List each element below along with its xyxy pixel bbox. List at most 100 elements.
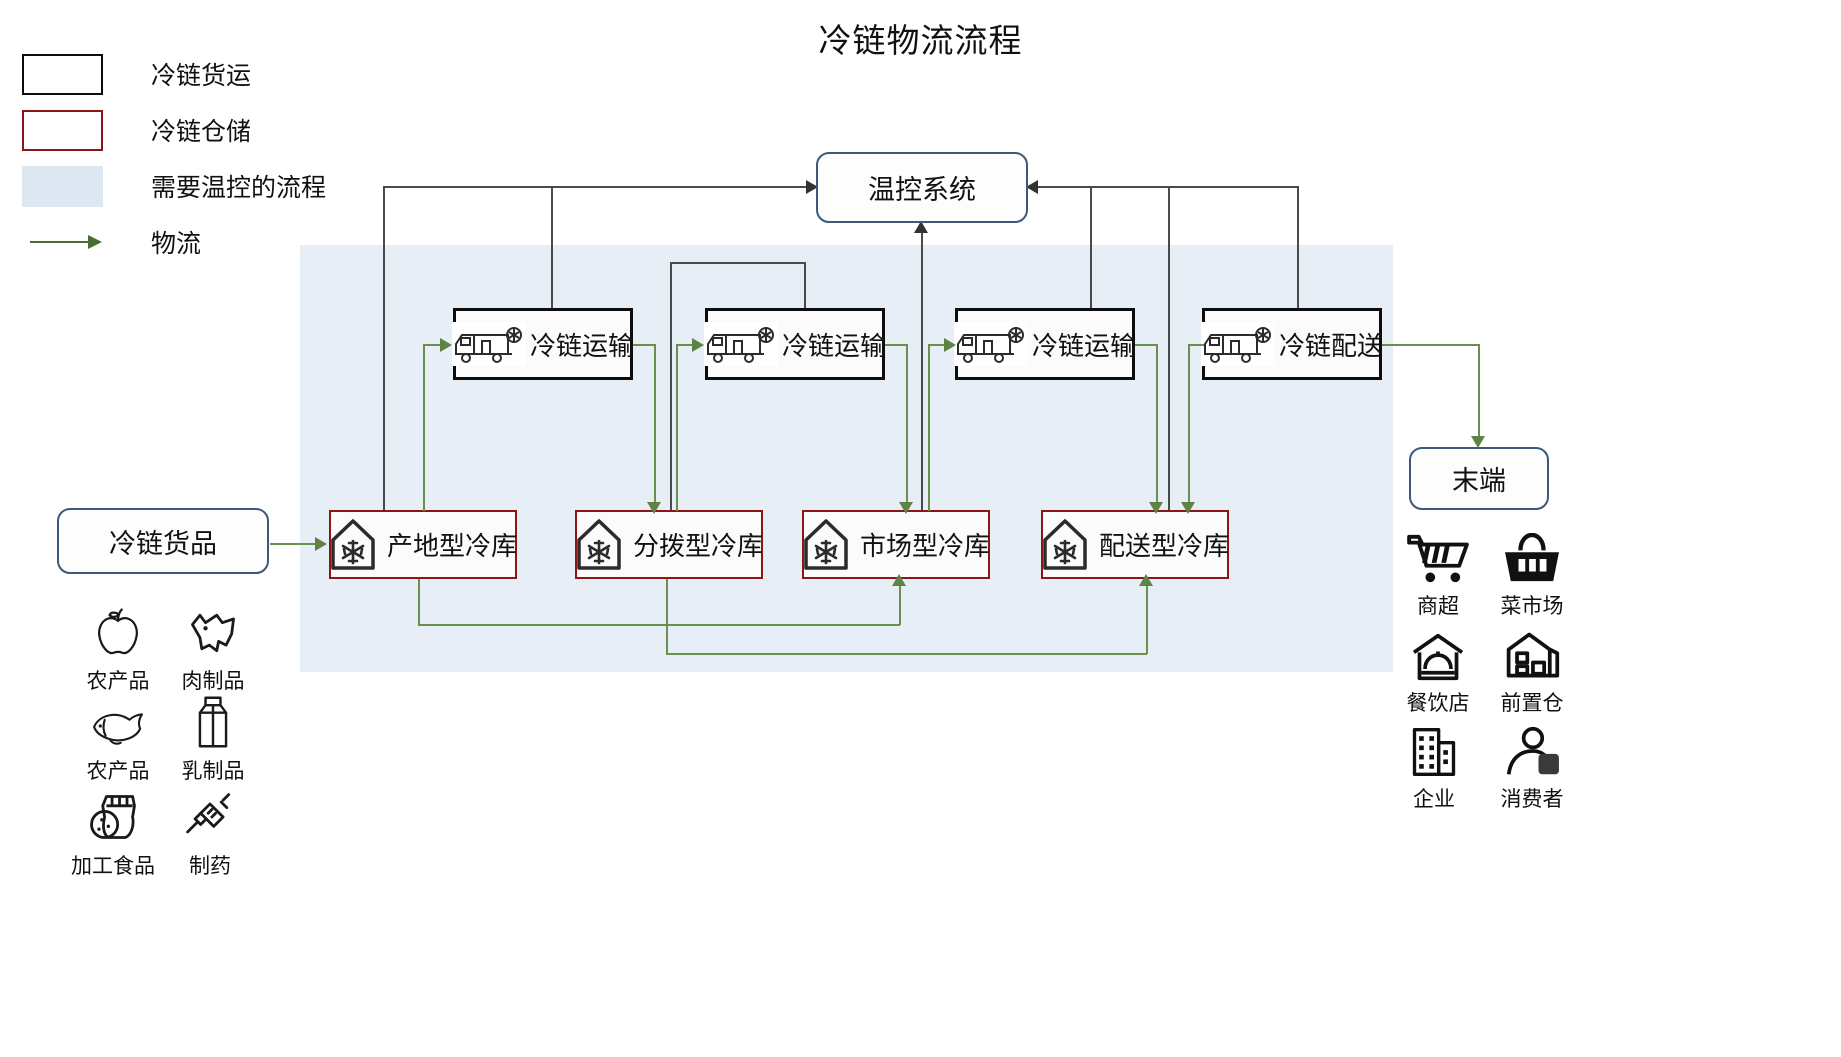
legend-label-storage: 冷链仓储 — [151, 118, 252, 146]
node-market-cold-warehouse[interactable]: 市场型冷库 — [802, 510, 990, 579]
milk-carton-icon — [163, 688, 263, 750]
legend: 冷链货运 冷链仓储 需要温控的流程 物流 — [22, 46, 442, 270]
flow-lower-to-w3-v — [899, 581, 901, 625]
goods-icon-label: 制药 — [189, 855, 231, 878]
flow-w1-to-t1-v — [423, 345, 425, 511]
node-terminal[interactable]: 末端 — [1409, 447, 1549, 510]
flow-t4-to-terminal-v — [1478, 344, 1480, 440]
page-title: 冷链物流流程 — [818, 22, 1023, 59]
arrowhead-t3-to-w4 — [1149, 502, 1163, 514]
restaurant-icon — [1388, 620, 1488, 682]
node-label: 分拨型冷库 — [633, 531, 764, 561]
node-delivery-cold-warehouse[interactable]: 配送型冷库 — [1041, 510, 1229, 579]
flow-w2-lower-v — [666, 579, 668, 654]
legend-label-temp: 需要温控的流程 — [151, 174, 327, 202]
legend-label-freight: 冷链货运 — [151, 62, 252, 90]
node-label: 配送型冷库 — [1099, 531, 1230, 561]
legend-item-freight: 冷链货运 — [22, 46, 442, 102]
flow-t1-to-w2-v — [654, 344, 656, 508]
node-label: 温控系统 — [868, 175, 976, 205]
goods-icon-item-3: 乳制品 — [163, 688, 263, 785]
node-label: 冷链运输 — [1032, 330, 1137, 361]
flow-w2-to-t2-v — [676, 345, 678, 511]
goods-icon-item-2: 农产品 — [68, 688, 168, 785]
node-cold-chain-transport-3[interactable]: 冷链运输 — [954, 308, 1137, 380]
connector-riser-t3 — [1090, 186, 1092, 314]
cold-warehouse-icon — [575, 518, 623, 572]
terminal-icon-label: 餐饮店 — [1406, 692, 1470, 715]
flow-w1-to-t1-h — [423, 344, 445, 346]
connector-temp-w2-h — [670, 262, 805, 264]
flow-goods-to-w1 — [270, 543, 317, 545]
legend-swatch-temp — [22, 165, 103, 207]
node-cold-chain-transport-2[interactable]: 冷链运输 — [704, 308, 887, 380]
goods-icon-item-5: 制药 — [160, 783, 260, 880]
node-distribution-cold-warehouse[interactable]: 分拨型冷库 — [575, 510, 763, 579]
arrowhead-goods-to-w1 — [315, 537, 327, 551]
snack-bag-icon — [63, 783, 163, 845]
arrowhead-temp-left — [806, 180, 818, 194]
connector-riser-t4 — [1297, 186, 1299, 314]
connector-riser-w2 — [670, 262, 672, 514]
legend-swatch-flow-arrow — [22, 222, 103, 263]
node-label: 冷链货品 — [109, 528, 217, 559]
arrowhead-w3-to-t3 — [944, 338, 956, 352]
arrowhead-w4-in — [1181, 502, 1195, 514]
flow-w1-lower-h — [418, 624, 900, 626]
fish-icon — [68, 688, 168, 750]
arrowhead-t1-to-w2 — [647, 502, 661, 514]
flow-w4-to-t4-v — [1188, 345, 1190, 511]
flow-w1-lower-v — [418, 579, 420, 625]
terminal-icon-item-2: 餐饮店 — [1388, 620, 1488, 717]
legend-label-flow: 物流 — [151, 230, 202, 258]
arrowhead-t4-to-terminal — [1471, 436, 1485, 448]
connector-temp-w2-v — [804, 262, 806, 314]
terminal-icon-item-4: 企业 — [1384, 716, 1484, 813]
node-temperature-control-system[interactable]: 温控系统 — [816, 152, 1028, 223]
node-cold-chain-transport-1[interactable]: 冷链运输 — [452, 308, 635, 380]
node-label: 市场型冷库 — [860, 531, 991, 561]
flow-lower-to-w4-v — [1146, 581, 1148, 654]
forward-warehouse-icon — [1482, 620, 1582, 682]
node-label: 冷链运输 — [530, 330, 635, 361]
goods-icon-item-0: 农产品 — [68, 598, 168, 695]
arrowhead-t2-to-w3 — [899, 502, 913, 514]
flow-w3-to-t3-v — [928, 345, 930, 511]
apple-icon — [68, 598, 168, 660]
connector-riser-w1 — [383, 186, 385, 516]
terminal-icon-item-5: 消费者 — [1482, 716, 1582, 813]
flow-t1-to-w2-h — [633, 344, 655, 346]
terminal-icon-label: 企业 — [1413, 788, 1455, 811]
node-label: 冷链配送 — [1279, 330, 1384, 361]
arrowhead-w2-to-t2 — [692, 338, 704, 352]
connector-temp-right-main — [1031, 186, 1297, 188]
node-cold-chain-delivery[interactable]: 冷链配送 — [1201, 308, 1384, 380]
terminal-icon-item-3: 前置仓 — [1482, 620, 1582, 717]
goods-icon-label: 肉制品 — [181, 670, 245, 693]
connector-riser-w4 — [1168, 186, 1170, 516]
legend-item-flow: 物流 — [22, 214, 442, 270]
node-origin-cold-warehouse[interactable]: 产地型冷库 — [329, 510, 517, 579]
refrigerated-truck-icon — [704, 322, 778, 366]
legend-item-temp: 需要温控的流程 — [22, 158, 442, 214]
syringe-icon — [160, 783, 260, 845]
arrowhead-lower-to-w4 — [1139, 574, 1153, 586]
goods-icon-label: 农产品 — [86, 760, 150, 783]
goods-icon-label: 乳制品 — [181, 760, 245, 783]
legend-item-storage: 冷链仓储 — [22, 102, 442, 158]
node-label: 末端 — [1452, 466, 1506, 496]
node-label: 产地型冷库 — [387, 531, 518, 561]
pig-icon — [163, 598, 263, 660]
goods-icon-label: 农产品 — [86, 670, 150, 693]
cold-warehouse-icon — [1041, 518, 1089, 572]
shopping-cart-icon — [1388, 523, 1488, 585]
node-cold-chain-goods[interactable]: 冷链货品 — [57, 508, 269, 574]
terminal-icon-item-0: 商超 — [1388, 523, 1488, 620]
shopping-basket-icon — [1482, 523, 1582, 585]
terminal-icon-label: 商超 — [1417, 595, 1459, 618]
arrowhead-w1-to-t1 — [440, 338, 452, 352]
connector-riser-t1 — [551, 186, 553, 314]
refrigerated-truck-icon — [954, 322, 1028, 366]
terminal-icon-label: 前置仓 — [1500, 692, 1564, 715]
node-label: 冷链运输 — [782, 330, 887, 361]
